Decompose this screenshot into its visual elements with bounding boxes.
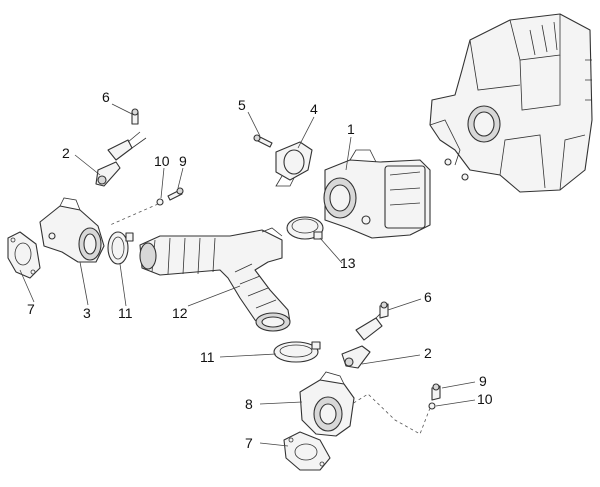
washer-10-lower (428, 402, 436, 410)
callout-7-upper: 7 (27, 301, 35, 317)
engine-housing (429, 13, 593, 193)
callout-6-lower: 6 (424, 289, 432, 305)
assembly-line-lower (351, 393, 431, 435)
injector-2-lower (341, 309, 385, 369)
callout-5: 5 (238, 97, 246, 113)
manifold-8-lower (299, 371, 355, 437)
callout-7-lower: 7 (245, 435, 253, 451)
gasket-7-upper (7, 231, 41, 279)
callout-1: 1 (347, 121, 355, 137)
gasket-7-lower (283, 431, 331, 471)
callout-9-upper: 9 (179, 153, 187, 169)
callout-13: 13 (340, 255, 356, 271)
callout-2-lower: 2 (424, 345, 432, 361)
injector-2-upper (95, 131, 147, 187)
screw-9-lower (431, 383, 441, 401)
screw-6-upper (131, 108, 139, 125)
hose-clamp-11-upper (107, 231, 134, 265)
callout-8: 8 (245, 396, 253, 412)
clamp-4 (275, 141, 313, 187)
intake-manifold-3 (39, 197, 105, 263)
intake-hose-12 (139, 227, 291, 332)
callout-4: 4 (310, 101, 318, 117)
callout-11-lower: 11 (200, 349, 215, 365)
hose-clamp-11-lower (273, 341, 321, 363)
screw-9-upper (167, 187, 184, 201)
callout-9-lower: 9 (479, 373, 487, 389)
callout-10-upper: 10 (154, 153, 170, 169)
throttle-body (323, 149, 431, 239)
callout-2-upper: 2 (62, 145, 70, 161)
leader-lines (19, 103, 476, 447)
screw-6-lower (379, 301, 389, 319)
callout-3: 3 (83, 305, 91, 321)
callout-11-upper: 11 (118, 305, 133, 321)
callout-10-lower: 10 (477, 391, 493, 407)
hose-clamp-13 (286, 216, 324, 240)
callout-6-upper: 6 (102, 89, 110, 105)
callout-12: 12 (172, 305, 188, 321)
assembly-line-upper (109, 203, 159, 226)
screw-5 (253, 134, 273, 148)
washer-10-upper (156, 198, 164, 206)
